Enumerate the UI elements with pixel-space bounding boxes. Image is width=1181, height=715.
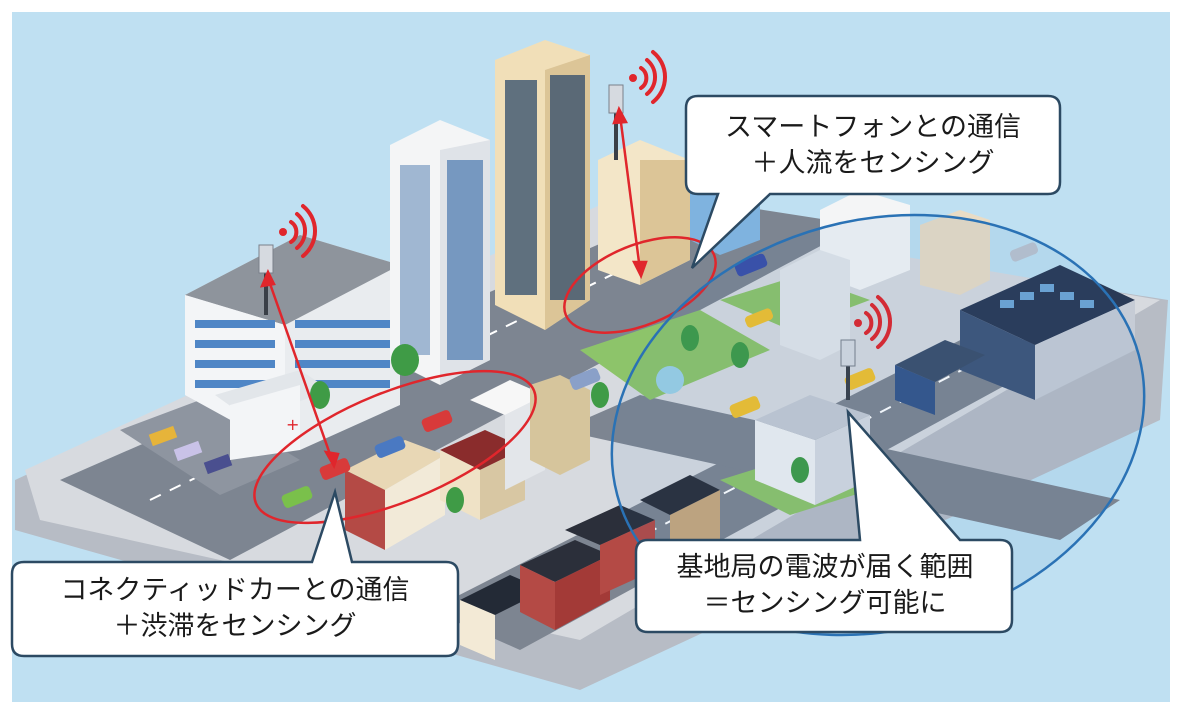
smartphone-callout: スマートフォンとの通信 ＋人流をセンシング: [700, 110, 1046, 182]
signal-waves-icon: [629, 50, 667, 104]
connected-car-callout-line1: コネクティッドカーとの通信: [60, 575, 410, 606]
base-station-callout-line1: 基地局の電波が届く範囲: [676, 552, 974, 583]
buildings: +: [185, 40, 1135, 660]
smartphone-callout-line1: スマートフォンとの通信: [725, 112, 1021, 143]
base-station-callout: 基地局の電波が届く範囲 ＝センシング可能に: [644, 550, 1006, 622]
traffic-highlight-ellipse: [253, 369, 537, 525]
connected-car-callout: コネクティッドカーとの通信 ＋渋滞をセンシング: [18, 573, 452, 645]
pedestrian-highlight-ellipse: [563, 236, 717, 334]
smartphone-callout-box: [684, 94, 1062, 269]
svg-text:+: +: [286, 415, 299, 434]
parking-lot: [120, 400, 300, 495]
connected-car-callout-line2: ＋渋滞をセンシング: [113, 611, 357, 642]
base-station-callout-line2: ＝センシング可能に: [703, 588, 947, 619]
base-station-callout-box: [634, 408, 1014, 634]
cars: [281, 242, 1039, 508]
communication-arrows: [259, 105, 648, 470]
signal-waves-icon: [854, 295, 892, 349]
trees: [310, 325, 809, 513]
antenna-icon: [840, 339, 856, 400]
connected-car-callout-box: [10, 487, 460, 658]
smartphone-callout-line2: ＋人流をセンシング: [751, 148, 995, 179]
signal-waves-icon: [279, 204, 317, 258]
